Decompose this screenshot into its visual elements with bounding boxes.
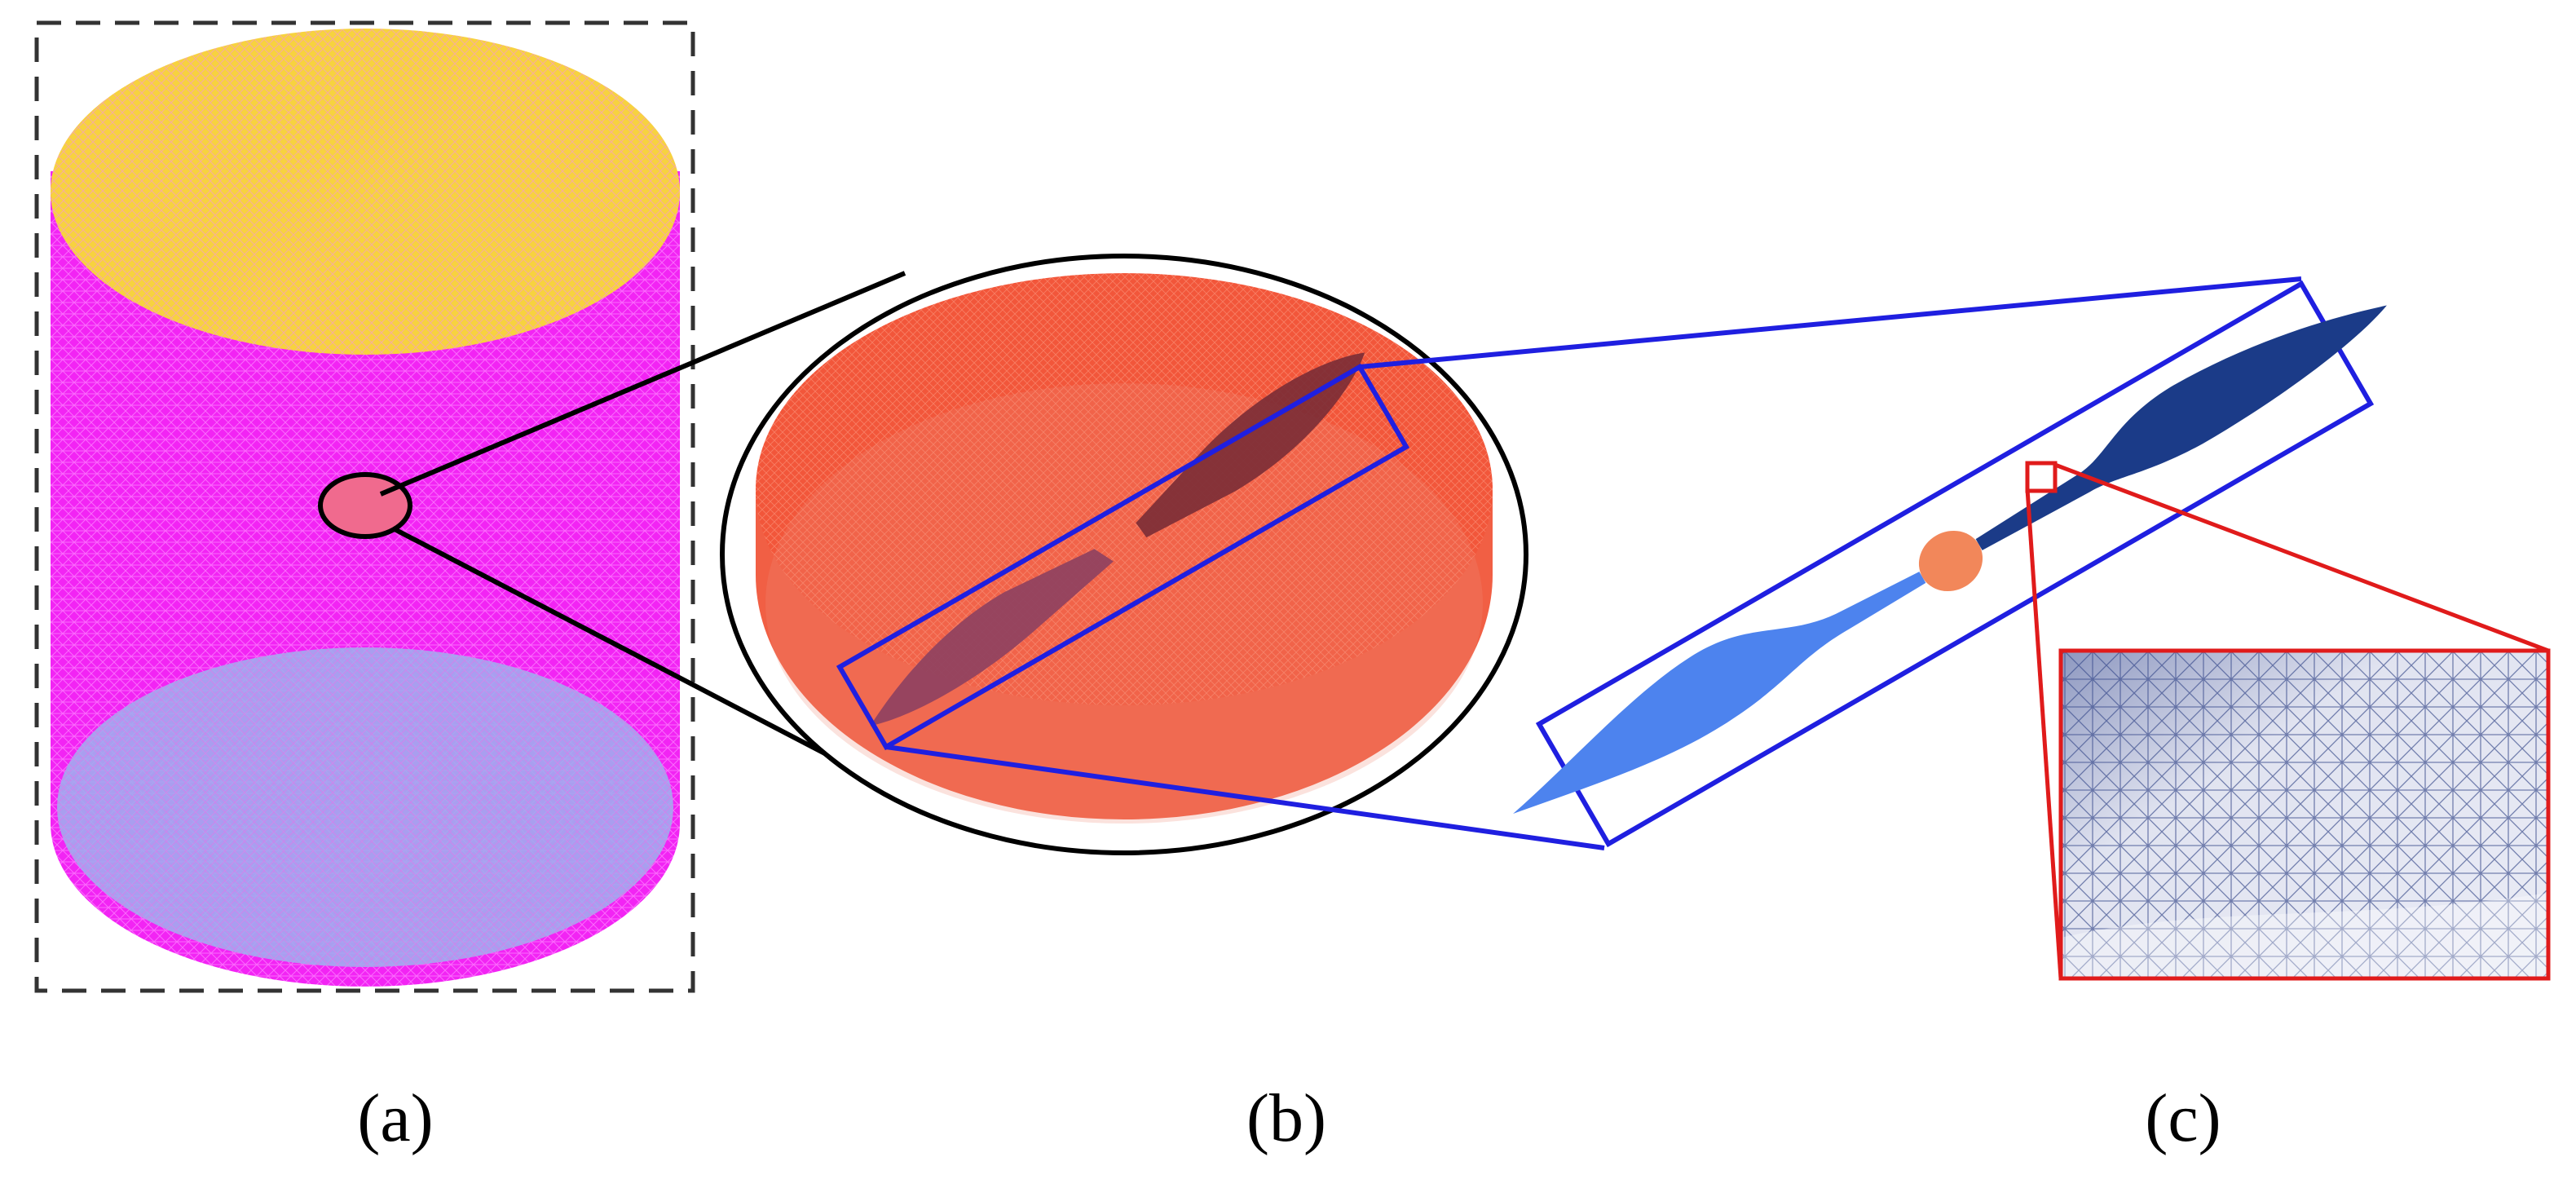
caption-c: (c): [2145, 1080, 2221, 1156]
blade-light: [1513, 572, 1926, 814]
propeller: [1513, 305, 2387, 814]
detail-source-square: [2025, 461, 2058, 493]
zoom-source-ellipse: [318, 472, 412, 539]
panel-c-propeller: [1513, 280, 2387, 848]
panel-a-cylinder: [34, 20, 695, 993]
panel-b-disk: [720, 254, 1528, 855]
propeller-hub: [1918, 530, 1983, 592]
connector-a-to-b: [379, 271, 906, 772]
blade-zoom-rect: [836, 363, 1410, 751]
inset-frame: [2058, 648, 2551, 981]
connector-to-inset: [2025, 462, 2549, 979]
cylinder-top-face: [51, 29, 680, 355]
caption-a: (a): [357, 1080, 434, 1156]
disk-bottom-shade: [765, 383, 1483, 824]
propeller-box: [1535, 280, 2375, 848]
dashed-frame: [34, 20, 695, 993]
caption-b: (b): [1246, 1080, 1326, 1156]
mesh-detail-inset: [2058, 648, 2551, 981]
blade-dark: [1975, 305, 2387, 550]
connector-b-to-c: [885, 276, 2302, 850]
cylinder-bottom-face: [57, 647, 673, 967]
